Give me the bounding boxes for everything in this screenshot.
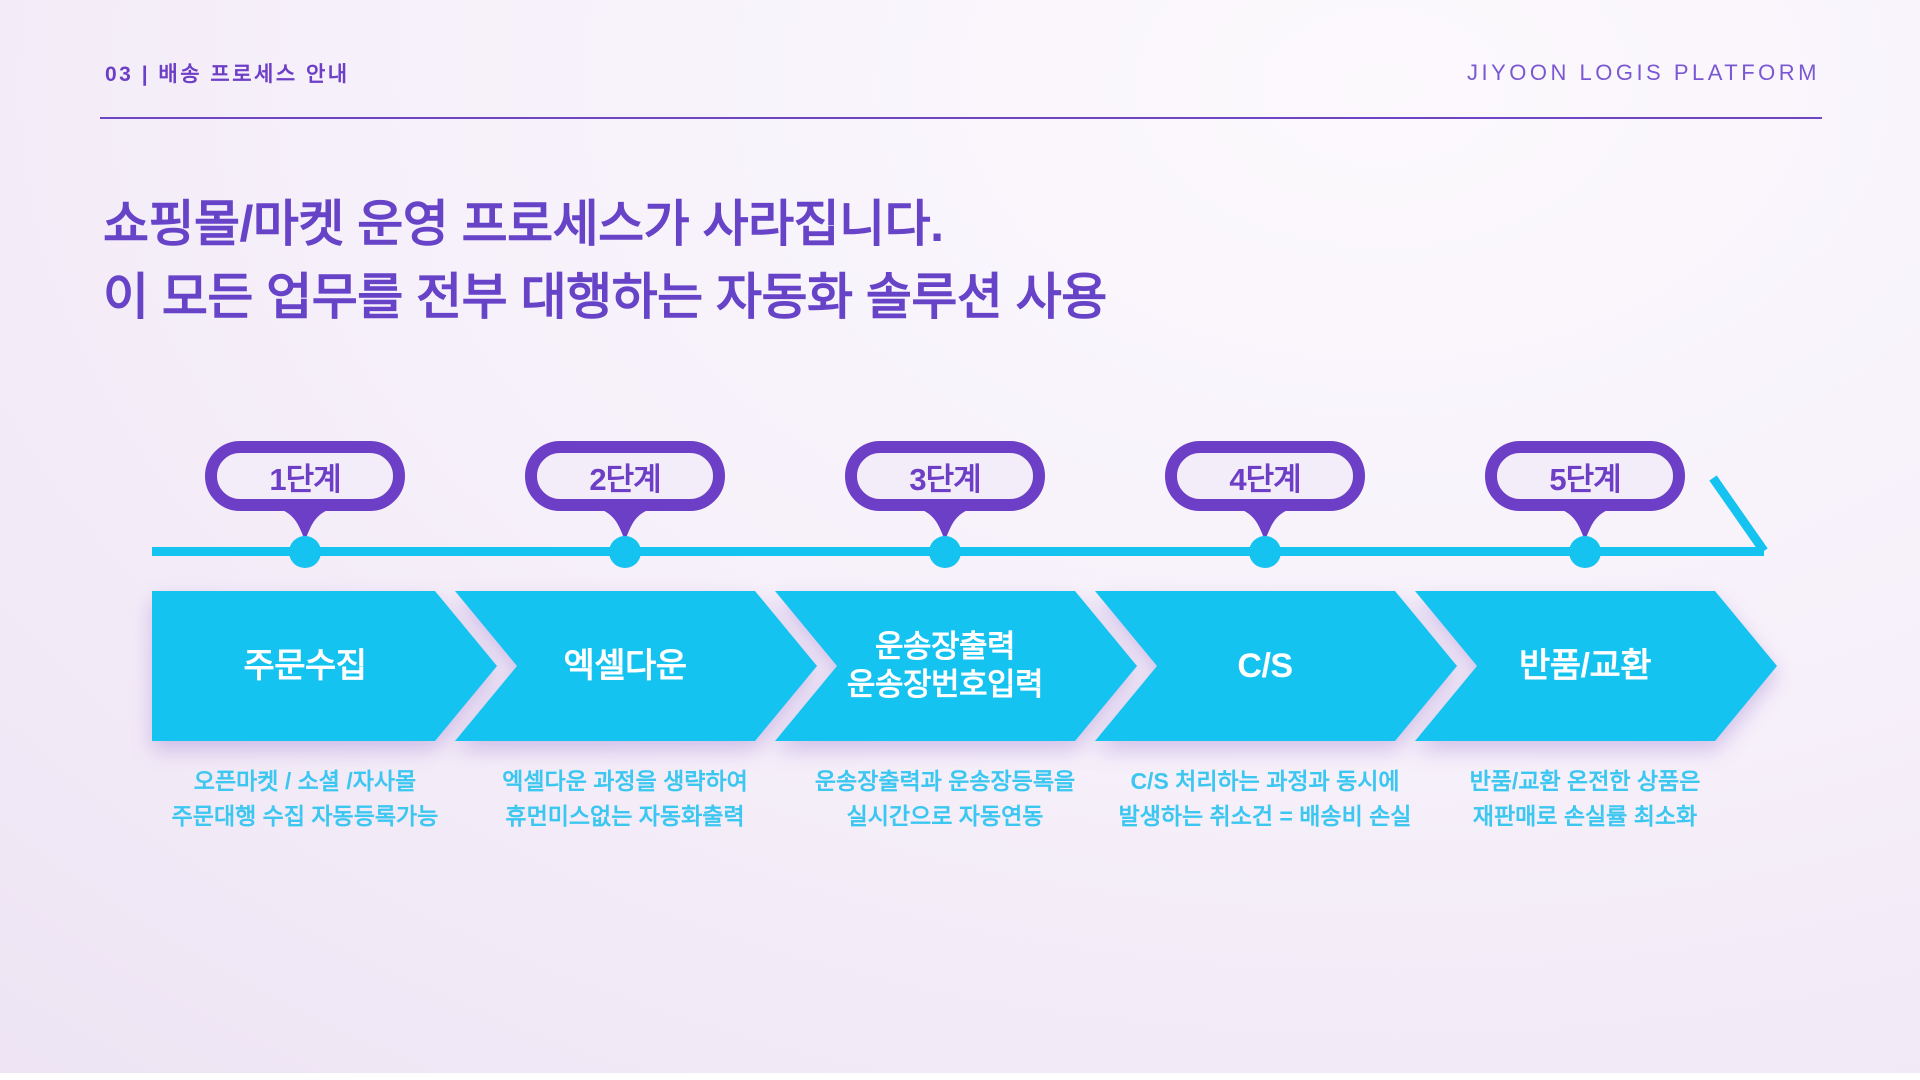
arrow-label: C/S bbox=[1095, 591, 1435, 741]
process-arrow bbox=[455, 591, 817, 741]
timeline-dot bbox=[609, 536, 641, 568]
step-description-line: C/S 처리하는 과정과 동시에 bbox=[1130, 768, 1400, 794]
bottom-band bbox=[0, 1073, 1920, 1080]
stage-pill-label: 4단계 bbox=[1229, 461, 1301, 497]
pill-tail bbox=[1232, 506, 1298, 538]
step-description-line: 휴먼미스없는 자동화출력 bbox=[505, 803, 745, 829]
timeline-dot bbox=[929, 536, 961, 568]
stage-pill: 3단계 bbox=[845, 441, 1045, 511]
process-arrow bbox=[775, 591, 1137, 741]
process-arrow bbox=[152, 591, 497, 741]
step-description-line: 반품/교환 온전한 상품은 bbox=[1469, 768, 1701, 794]
stage-pill: 5단계 bbox=[1485, 441, 1685, 511]
header-rule bbox=[100, 117, 1822, 119]
arrow-label-line: 반품/교환 bbox=[1518, 647, 1652, 685]
step-description-line: 발생하는 취소건 = 배송비 손실 bbox=[1118, 803, 1412, 829]
process-arrow bbox=[1095, 591, 1457, 741]
arrow-label-line: 엑셀다운 bbox=[563, 647, 687, 685]
title-line-1: 쇼핑몰/마켓 운영 프로세스가 사라집니다. bbox=[103, 196, 944, 252]
step-description-line: 엑셀다운 과정을 생략하여 bbox=[502, 768, 748, 794]
step-description-line: 오픈마켓 / 소셜 /자사몰 bbox=[193, 768, 417, 794]
slide-title: 쇼핑몰/마켓 운영 프로세스가 사라집니다. 이 모든 업무를 전부 대행하는 … bbox=[103, 188, 1107, 334]
pill-tail bbox=[592, 506, 658, 538]
arrow-label-line: C/S bbox=[1237, 647, 1293, 685]
pill-tail bbox=[912, 506, 978, 538]
title-line-2: 이 모든 업무를 전부 대행하는 자동화 솔루션 사용 bbox=[103, 269, 1107, 325]
timeline-dot bbox=[289, 536, 321, 568]
arrow-label-line: 운송장출력 bbox=[874, 629, 1016, 664]
stage-pill: 1단계 bbox=[205, 441, 405, 511]
stage-pill: 4단계 bbox=[1165, 441, 1365, 511]
step-description-line: 실시간으로 자동연동 bbox=[846, 803, 1044, 829]
timeline-end-slash bbox=[1709, 475, 1768, 554]
timeline-dot bbox=[1569, 536, 1601, 568]
brand-label: JIYOON LOGIS PLATFORM bbox=[1466, 60, 1820, 85]
stage-pill-label: 1단계 bbox=[269, 461, 341, 497]
stage-pill-label: 3단계 bbox=[909, 461, 981, 497]
arrow-label-line: 주문수집 bbox=[243, 647, 367, 685]
process-arrows bbox=[152, 591, 1777, 741]
section-label: 03 | 배송 프로세스 안내 bbox=[105, 63, 350, 86]
stage-pill-label: 5단계 bbox=[1549, 461, 1621, 497]
pill-tail bbox=[272, 506, 338, 538]
arrow-label: 반품/교환 bbox=[1415, 591, 1755, 741]
process-arrow bbox=[1415, 591, 1777, 741]
step-description-line: 주문대행 수집 자동등록가능 bbox=[171, 803, 439, 829]
pill-tail bbox=[1552, 506, 1618, 538]
timeline-dot bbox=[1249, 536, 1281, 568]
arrow-label: 주문수집 bbox=[135, 591, 475, 741]
stage-pill-label: 2단계 bbox=[589, 461, 661, 497]
step-description-line: 운송장출력과 운송장등록을 bbox=[814, 768, 1076, 794]
arrow-label: 엑셀다운 bbox=[455, 591, 795, 741]
stage-pill: 2단계 bbox=[525, 441, 725, 511]
step-description-line: 재판매로 손실률 최소화 bbox=[1472, 803, 1698, 829]
arrow-label-line: 운송장번호입력 bbox=[846, 667, 1044, 702]
